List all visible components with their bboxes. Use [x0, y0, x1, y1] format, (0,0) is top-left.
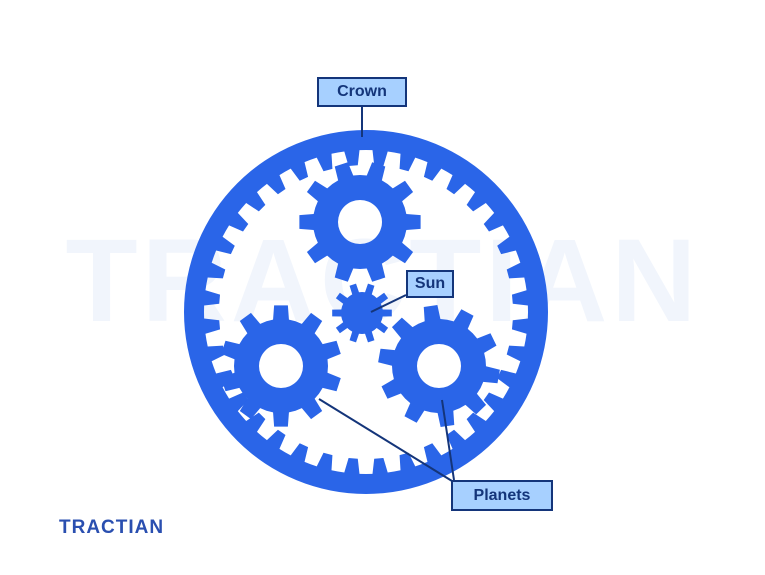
- planet-left-shape: [221, 305, 341, 427]
- planets-leader-line-right: [441, 399, 455, 481]
- planet-right-shape: [378, 305, 500, 427]
- sun-gear-shape: [332, 283, 392, 343]
- tractian-logo: TRACTIAN: [59, 517, 165, 538]
- planet-top-shape: [299, 162, 421, 282]
- planets-leader-line-left: [318, 398, 453, 482]
- planet-gear-left: [221, 305, 341, 427]
- sun-leader-line: [370, 294, 407, 313]
- planets-label: Planets: [451, 480, 553, 511]
- planet-gear-top: [299, 162, 421, 282]
- leader-lines: [318, 107, 455, 482]
- crown-label: Crown: [317, 77, 407, 107]
- planet-gear-right: [378, 305, 500, 427]
- sun-gear: [332, 283, 392, 343]
- sun-label: Sun: [406, 270, 454, 298]
